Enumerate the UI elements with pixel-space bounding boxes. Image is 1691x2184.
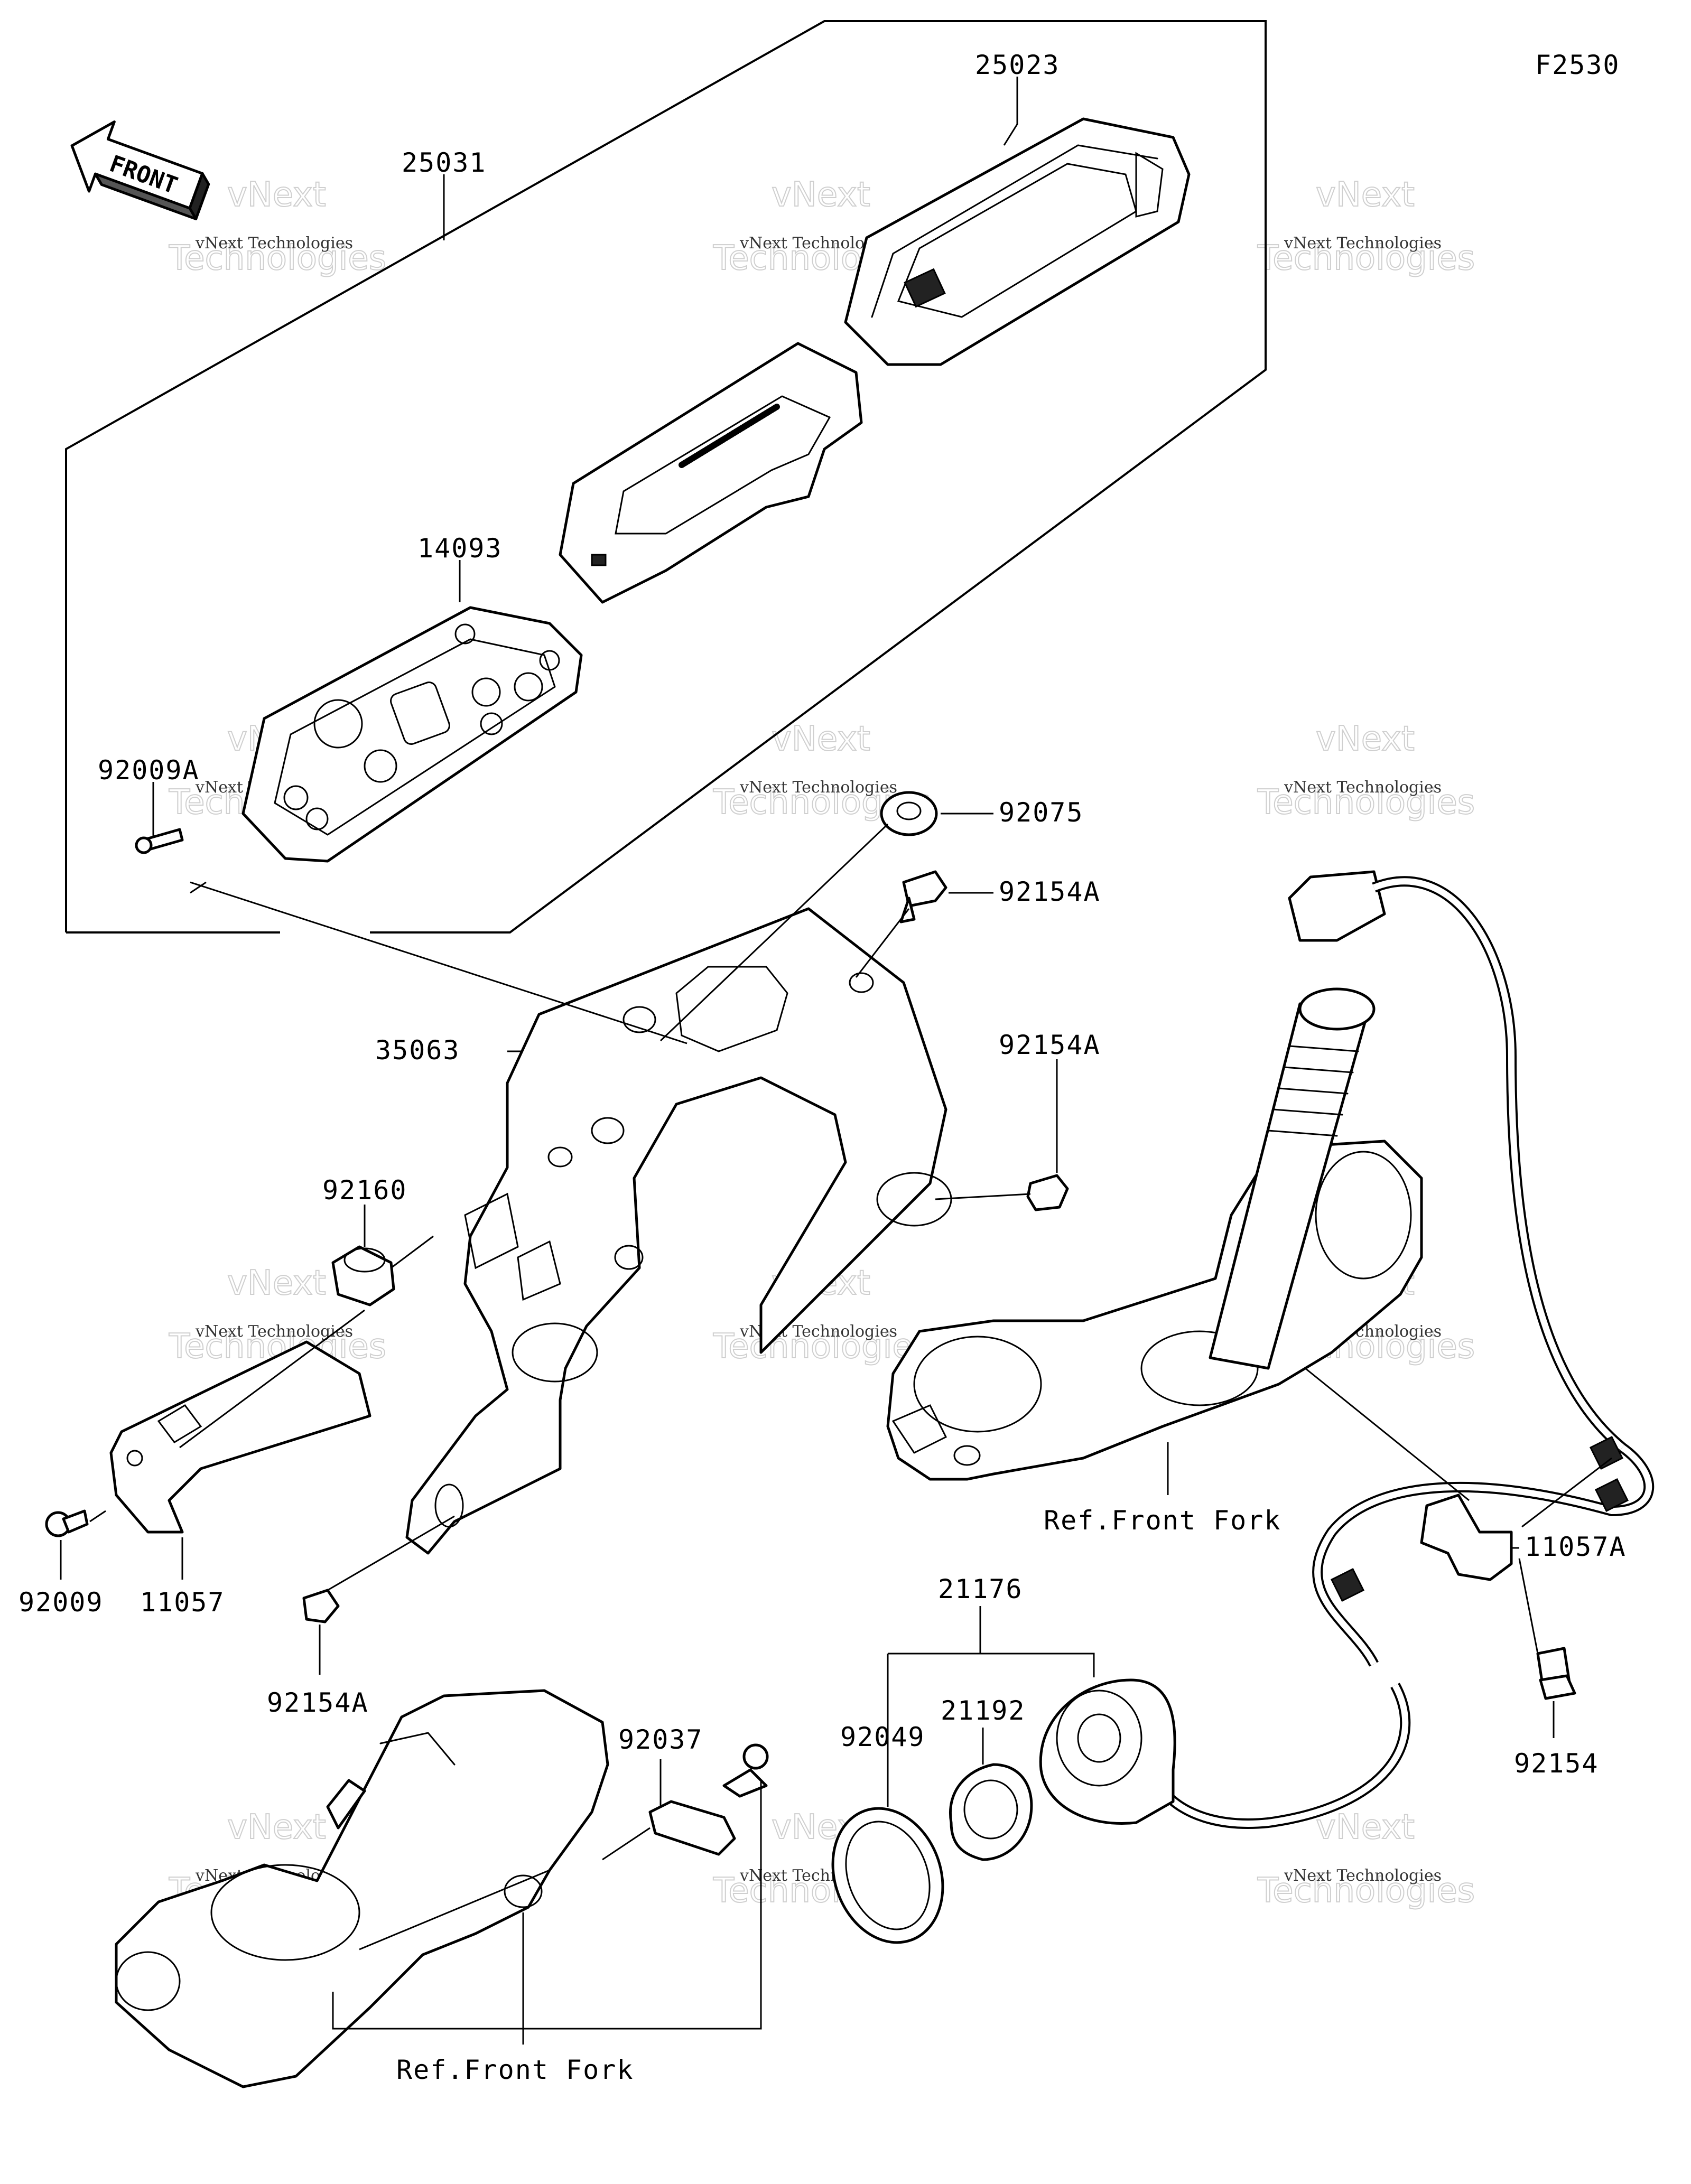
meter-lcd-panel-part <box>559 342 863 604</box>
screw-92009-part <box>45 1509 89 1537</box>
grommet-92075-part <box>880 791 938 836</box>
bolt-92154a-mid-part <box>1026 1174 1069 1211</box>
rotor-21192-part <box>949 1763 1033 1861</box>
watermark-text: vNext Technologies <box>195 1322 353 1341</box>
watermark-logo: vNext <box>227 1264 326 1303</box>
bracket-11057a-part <box>1420 1494 1513 1581</box>
bolt-92154a-top-part <box>899 870 947 923</box>
watermark-logo: vNext <box>227 1808 326 1847</box>
label-ref-front-fork-right: Ref.Front Fork <box>1044 1505 1281 1536</box>
watermark-text: vNext Technologies <box>739 778 897 797</box>
watermark-logo: Technologies <box>1257 239 1475 278</box>
steering-stem-part <box>1209 987 1376 1370</box>
watermark-text: vNext Technologies <box>1284 778 1442 797</box>
label-92049: 92049 <box>840 1722 925 1752</box>
screw-92009a-part <box>135 828 184 854</box>
label-25023: 25023 <box>975 50 1060 80</box>
front-arrow-icon: FRONT <box>70 120 210 220</box>
label-92009a: 92009A <box>98 755 200 786</box>
meter-cover-part <box>844 117 1191 366</box>
watermark-logo: vNext <box>227 175 326 214</box>
label-21176: 21176 <box>938 1574 1023 1604</box>
diagram-id: F2530 <box>1535 50 1620 80</box>
label-92009: 92009 <box>18 1587 104 1618</box>
meter-assembly-frame <box>65 20 1267 934</box>
watermark-text: vNext Technologies <box>1284 1866 1442 1885</box>
label-25031: 25031 <box>402 147 487 178</box>
watermark-logo: vNext <box>1316 720 1415 759</box>
watermark-logo: vNext <box>1316 1808 1415 1847</box>
watermark-logo: Technologies <box>1257 1871 1475 1910</box>
wiring-harness-part <box>1164 870 1655 1829</box>
watermark-logo: Technologies <box>713 1327 931 1366</box>
watermark-logo: Technologies <box>169 239 386 278</box>
label-14093: 14093 <box>417 533 503 564</box>
leader-lines <box>60 77 1612 2045</box>
label-92154a-bottom: 92154A <box>267 1687 369 1718</box>
label-21192: 21192 <box>941 1695 1026 1726</box>
watermark-text: vNext Technologies <box>195 234 353 253</box>
label-92154a-mid: 92154A <box>999 1030 1101 1060</box>
label-92075: 92075 <box>999 797 1084 828</box>
seal-92049-part <box>831 1807 944 1944</box>
sensor-housing-21176-part <box>1039 1678 1176 1825</box>
label-11057a: 11057A <box>1525 1532 1627 1562</box>
watermark-logo: vNext <box>772 175 870 214</box>
meter-bracket-part <box>405 907 952 1555</box>
label-11057: 11057 <box>140 1587 225 1618</box>
clamp-92037-part <box>648 1743 769 1856</box>
watermark-text: vNext Technologies <box>1284 234 1442 253</box>
bracket-11057-part <box>109 1340 371 1534</box>
watermark-logo: Technologies <box>1257 783 1475 822</box>
watermark-logo: vNext <box>1316 175 1415 214</box>
bolt-92154-part <box>1536 1647 1576 1700</box>
label-35063: 35063 <box>375 1035 460 1066</box>
label-92037: 92037 <box>618 1724 703 1755</box>
meter-case-part <box>241 606 583 863</box>
label-92160: 92160 <box>322 1175 407 1206</box>
bolt-92154a-bottom-part <box>302 1589 340 1623</box>
damper-92160-part <box>331 1245 395 1306</box>
upper-triple-clamp-part <box>886 1140 1423 1481</box>
label-ref-front-fork-bottom: Ref.Front Fork <box>396 2055 634 2085</box>
front-fork-lower-part <box>115 1689 609 2088</box>
label-92154a-top: 92154A <box>999 876 1101 907</box>
label-92154: 92154 <box>1514 1748 1599 1779</box>
